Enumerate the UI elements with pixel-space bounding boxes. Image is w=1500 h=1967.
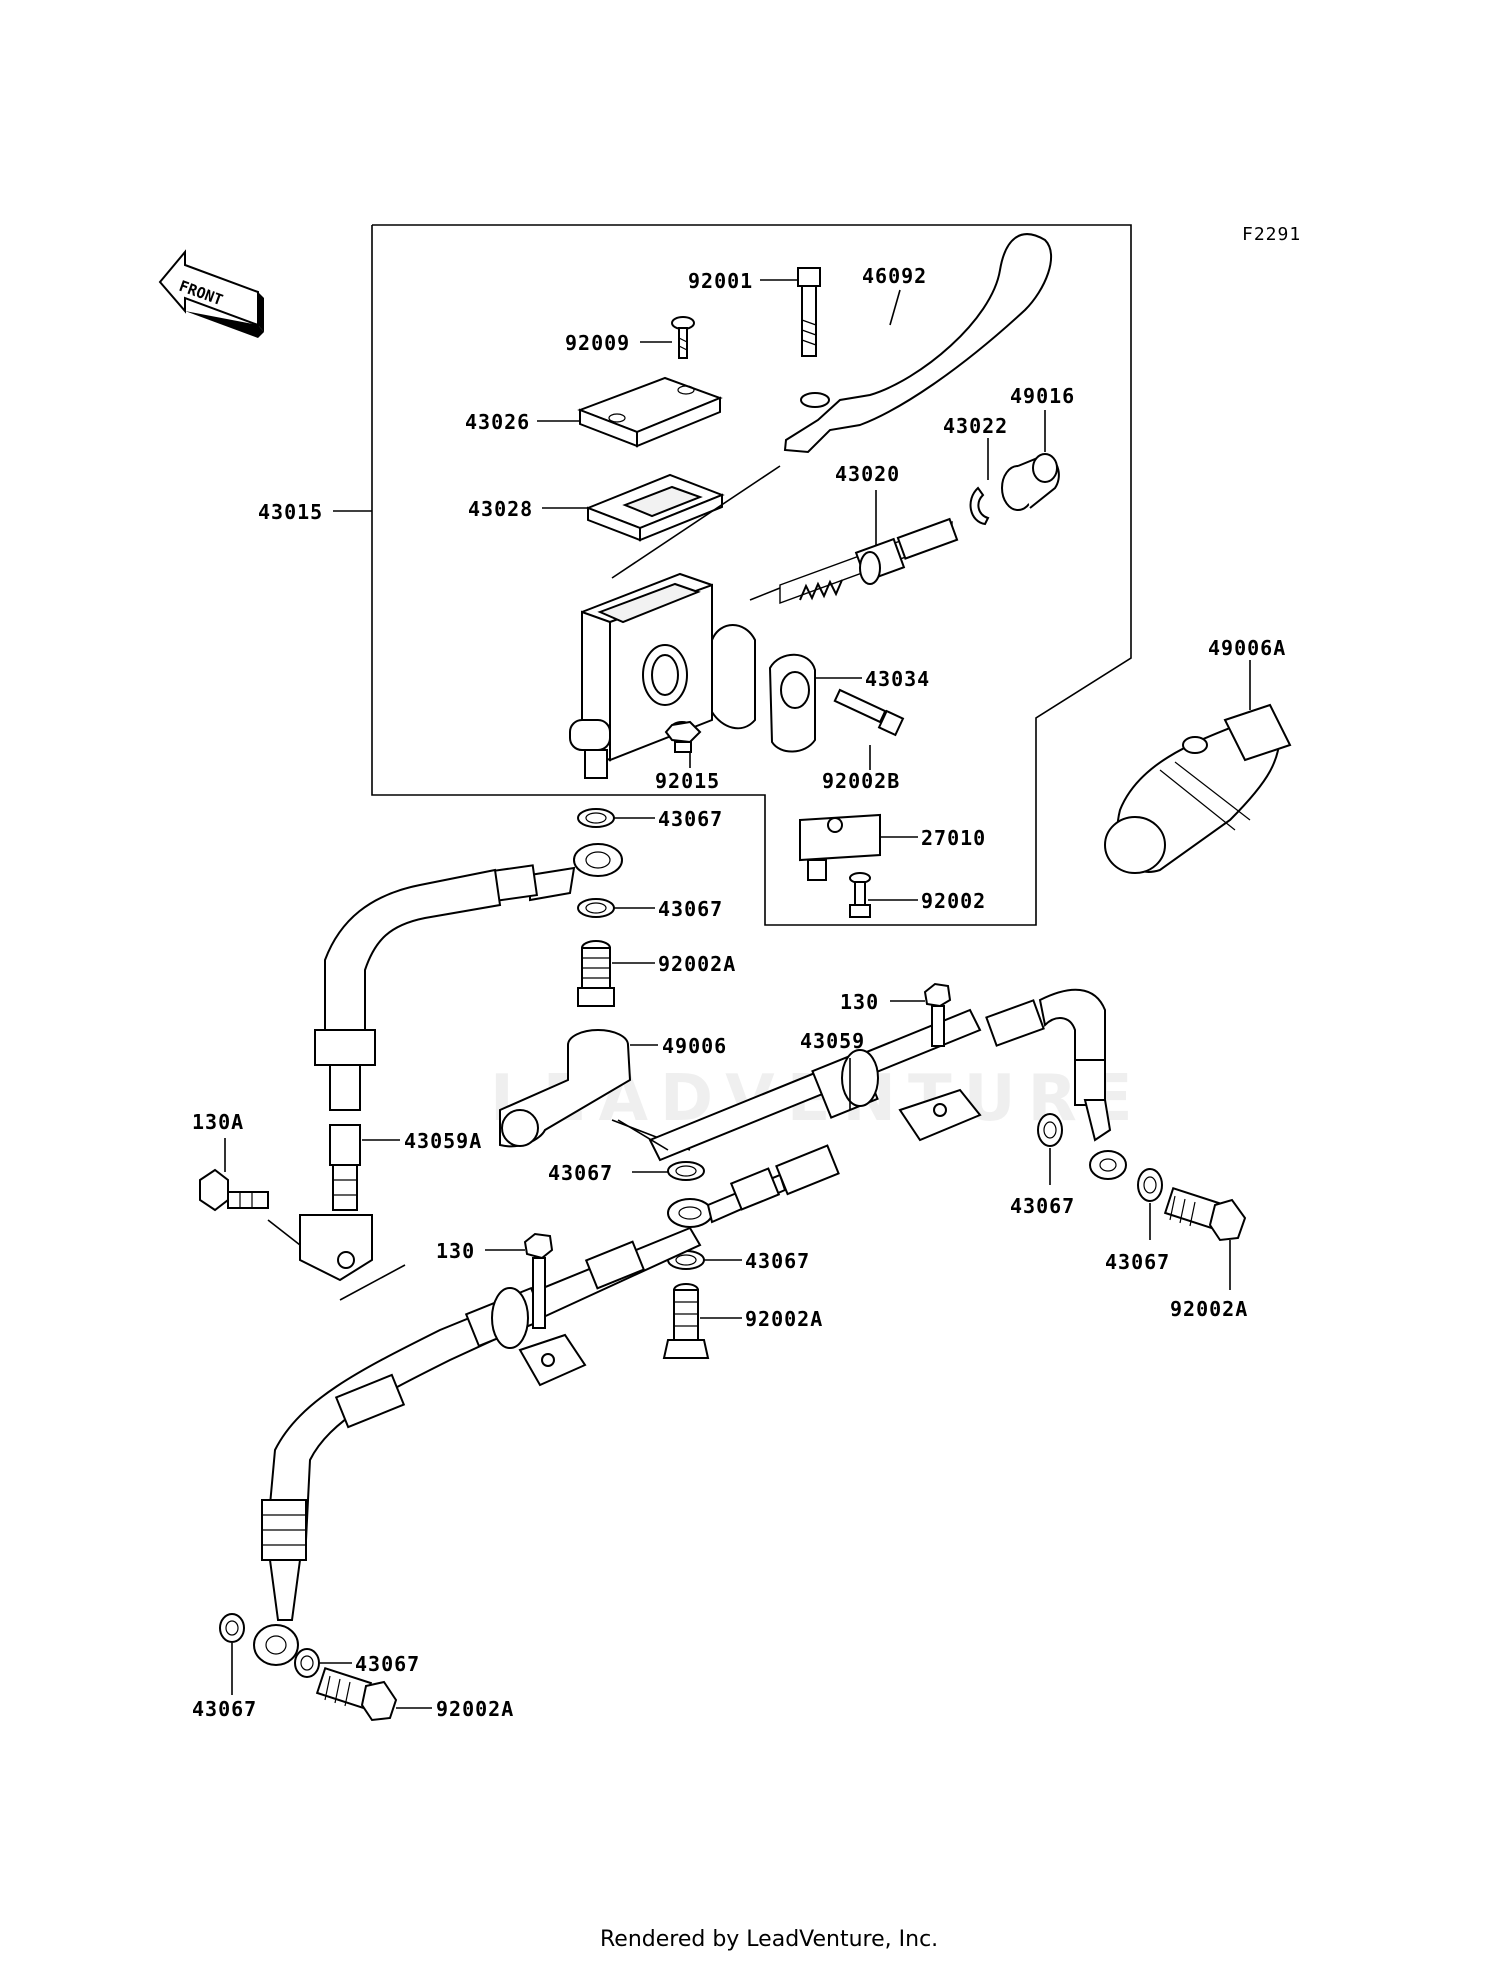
bolt-92002A-right	[1163, 1186, 1247, 1242]
bolt-130-right	[923, 982, 952, 1047]
label-43022: 43022	[943, 414, 1008, 438]
nut-92015	[664, 720, 702, 753]
label-49016: 49016	[1010, 384, 1075, 408]
cover-43026	[577, 376, 723, 448]
bolt-92002A-middle	[662, 1283, 710, 1359]
hose-banjo-top	[324, 843, 623, 1031]
label-92002B: 92002B	[822, 769, 900, 793]
label-43034: 43034	[865, 667, 930, 691]
banjo-middle	[667, 1144, 840, 1228]
washer-43067-mid-1	[667, 1161, 705, 1181]
label-43015: 43015	[258, 500, 323, 524]
washer-43067-1	[577, 808, 615, 828]
screw-92002	[849, 872, 871, 918]
hose-43059	[648, 988, 1106, 1162]
washer-43067-low-1	[219, 1613, 245, 1643]
diaphragm-43028	[585, 473, 725, 542]
boot-49006	[499, 1029, 632, 1148]
bolt-130-lower	[523, 1232, 554, 1329]
switch-27010	[799, 813, 881, 881]
label-43067-d: 43067	[1010, 1194, 1075, 1218]
label-92002A-c: 92002A	[745, 1307, 823, 1331]
label-43067-e: 43067	[1105, 1250, 1170, 1274]
label-49006A: 49006A	[1208, 636, 1286, 660]
label-92002A-b: 92002A	[1170, 1297, 1248, 1321]
hose-lower	[253, 1226, 702, 1666]
label-43059A: 43059A	[404, 1129, 482, 1153]
label-49006: 49006	[662, 1034, 727, 1058]
screw-92009	[671, 316, 695, 359]
label-46092: 46092	[862, 264, 927, 288]
label-130-b: 130	[436, 1239, 475, 1263]
label-43026: 43026	[465, 410, 530, 434]
label-27010: 27010	[921, 826, 986, 850]
washer-43067-right-1	[1037, 1113, 1063, 1147]
bolt-92002B	[833, 688, 905, 737]
washer-43067-right-2	[1137, 1168, 1163, 1202]
hose-43059A	[299, 1029, 376, 1282]
bolt-92001	[797, 267, 821, 357]
label-130A: 130A	[192, 1110, 244, 1134]
clamp-43034	[768, 653, 816, 753]
master-cylinder-body	[569, 572, 756, 779]
label-92002: 92002	[921, 889, 986, 913]
label-92001: 92001	[688, 269, 753, 293]
bolt-92002A-lower	[315, 1666, 398, 1722]
banjo-right	[1083, 1099, 1127, 1180]
label-92009: 92009	[565, 331, 630, 355]
label-92002A-a: 92002A	[658, 952, 736, 976]
label-43067-a: 43067	[658, 807, 723, 831]
figure-code: F2291	[1242, 224, 1301, 245]
bolt-92002A-top	[577, 940, 615, 1007]
cover-49006A	[1104, 703, 1292, 874]
label-130-a: 130	[840, 990, 879, 1014]
label-43020: 43020	[835, 462, 900, 486]
lever-46092	[783, 233, 1053, 454]
circlip-43022	[969, 486, 990, 526]
footer-credit: Rendered by LeadVenture, Inc.	[600, 1927, 938, 1952]
boot-49016	[1001, 453, 1060, 511]
piston-kit-43020	[779, 490, 959, 605]
label-43067-b: 43067	[658, 897, 723, 921]
label-43067-c: 43067	[548, 1161, 613, 1185]
label-43028: 43028	[468, 497, 533, 521]
label-43067-h: 43067	[192, 1697, 257, 1721]
label-92002A-d: 92002A	[436, 1697, 514, 1721]
bolt-130A	[199, 1168, 269, 1212]
label-43067-g: 43067	[355, 1652, 420, 1676]
washer-43067-low-2	[294, 1648, 320, 1678]
label-43067-f: 43067	[745, 1249, 810, 1273]
washer-43067-2	[577, 898, 615, 918]
front-arrow-icon: FRONT	[158, 249, 264, 338]
label-92015: 92015	[655, 769, 720, 793]
assembly-boundary	[371, 224, 1132, 926]
label-43059: 43059	[800, 1029, 865, 1053]
